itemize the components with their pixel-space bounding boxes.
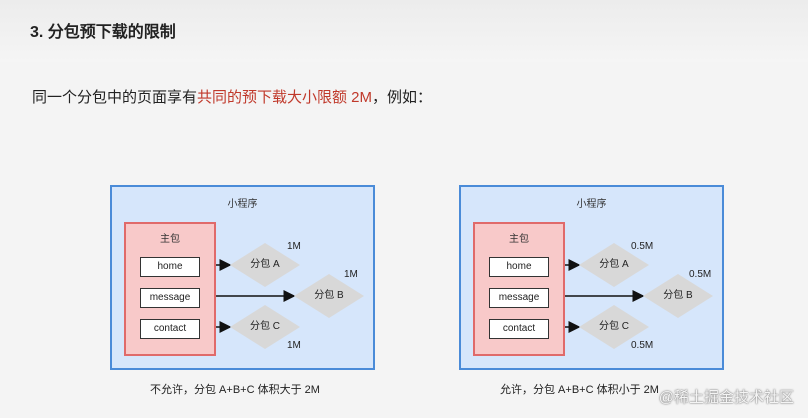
subpackage-a-size: 0.5M: [631, 241, 654, 252]
subpackage-a-size: 1M: [287, 241, 301, 252]
main-package-title: 主包: [160, 234, 180, 245]
intro-before: 同一个分包中的页面享有: [32, 89, 198, 106]
section-title: 3. 分包预下载的限制: [30, 24, 176, 41]
page-message: message: [489, 288, 549, 308]
main-package-title: 主包: [509, 234, 529, 245]
header-band: [0, 0, 808, 62]
subpackage-b-label: 分包 B: [314, 290, 344, 301]
page-home: home: [489, 257, 549, 277]
caption-allowed: 允许，分包 A+B+C 体积小于 2M: [500, 384, 659, 396]
caption-not-allowed: 不允许，分包 A+B+C 体积大于 2M: [150, 384, 320, 396]
intro-after: ，例如：: [372, 89, 433, 106]
diagram-title: 小程序: [576, 199, 607, 210]
diagram-allowed: 小程序 主包 home message contact 分包 A 0.5M 分包…: [459, 185, 724, 370]
subpackage-b-size: 1M: [344, 269, 358, 280]
page-contact: contact: [140, 319, 200, 339]
subpackage-c-size: 1M: [287, 340, 301, 351]
subpackage-a-label: 分包 A: [250, 259, 280, 270]
subpackage-c-label: 分包 C: [599, 321, 629, 332]
subpackage-b-size: 0.5M: [689, 269, 712, 280]
main-package: 主包 home message contact: [124, 222, 216, 356]
subpackage-a-label: 分包 A: [599, 259, 629, 270]
subpackage-c-label: 分包 C: [250, 321, 280, 332]
intro-highlight: 共同的预下载大小限额 2M: [197, 89, 373, 106]
subpackage-c-size: 0.5M: [631, 340, 654, 351]
watermark: @稀土掘金技术社区: [658, 389, 794, 406]
page-message: message: [140, 288, 200, 308]
intro-text: 同一个分包中的页面享有共同的预下载大小限额 2M，例如：: [32, 86, 432, 107]
page-contact: contact: [489, 319, 549, 339]
subpackage-b-label: 分包 B: [663, 290, 693, 301]
page-home: home: [140, 257, 200, 277]
main-package: 主包 home message contact: [473, 222, 565, 356]
diagram-title: 小程序: [227, 199, 258, 210]
diagram-not-allowed: 小程序 主包 home message contact 分包 A 1M 分包 B…: [110, 185, 375, 370]
